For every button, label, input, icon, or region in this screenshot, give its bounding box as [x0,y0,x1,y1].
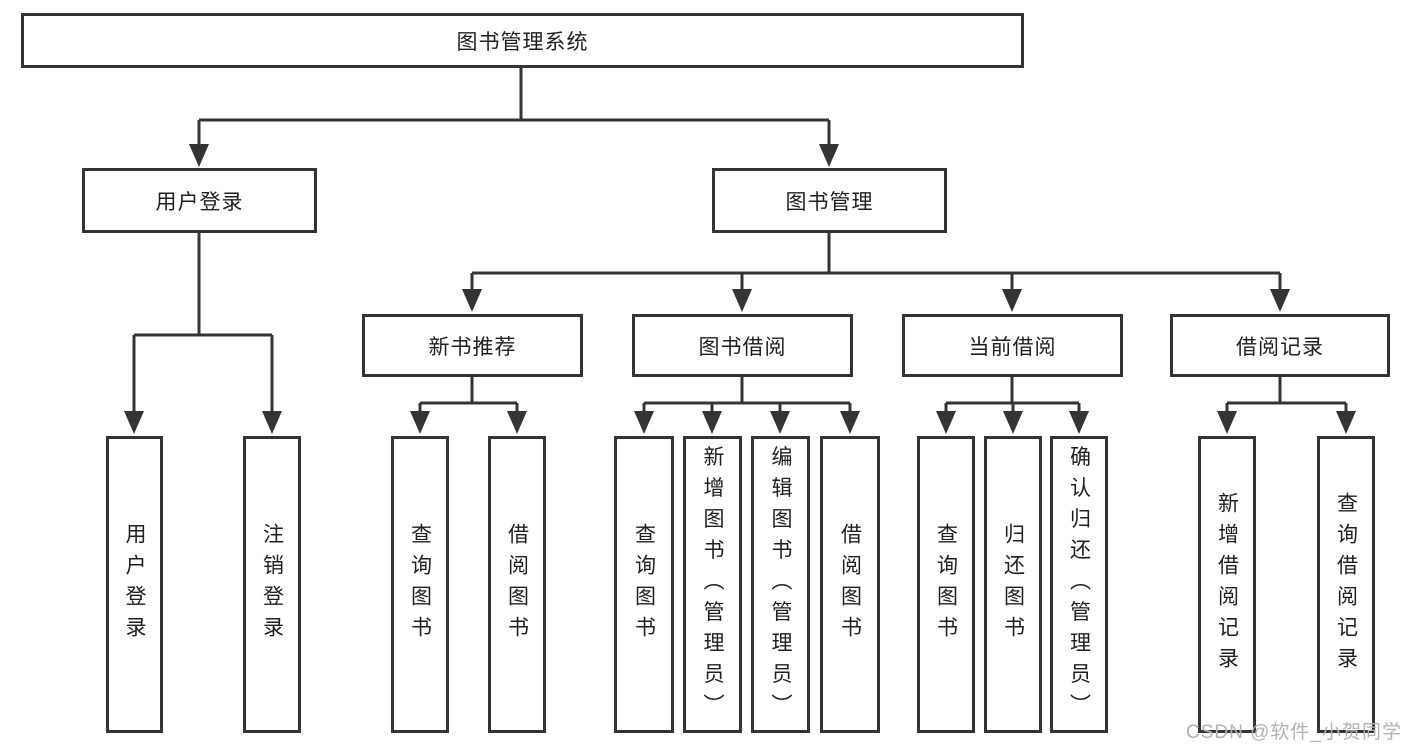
leaf-user-login: 用户登录 [106,436,163,733]
leaf-label: 新增借阅记录 [1215,491,1239,678]
leaf-return-books: 归还图书 [984,436,1042,733]
leaf-label: 查询图书 [934,522,958,647]
leaf-add-borrow-record: 新增借阅记录 [1198,436,1256,733]
node-book-borrowing: 图书借阅 [632,314,853,377]
leaf-logout: 注销登录 [243,436,301,733]
leaf-label: 注销登录 [260,522,284,647]
leaf-label: 查询图书 [632,522,656,647]
leaf-confirm-return-admin: 确认归还（管理员） [1050,436,1108,733]
leaf-add-books-admin: 新增图书（管理员） [683,436,742,733]
node-user-login: 用户登录 [82,168,317,233]
leaf-query-books-recommend: 查询图书 [391,436,449,733]
leaf-label: 确认归还（管理员） [1067,445,1091,724]
node-current-borrowing: 当前借阅 [902,314,1123,377]
node-new-book-recommend: 新书推荐 [362,314,583,377]
leaf-label: 归还图书 [1001,522,1025,647]
leaf-label: 新增图书（管理员） [701,445,724,724]
leaf-borrow-books-borrowing: 借阅图书 [820,436,880,733]
leaf-edit-books-admin: 编辑图书（管理员） [751,436,810,733]
leaf-borrow-books-recommend: 借阅图书 [488,436,546,733]
leaf-label: 借阅图书 [838,522,862,647]
leaf-label: 编辑图书（管理员） [769,445,792,724]
node-borrowing-records: 借阅记录 [1170,314,1390,377]
leaf-query-books-borrowing: 查询图书 [614,436,674,733]
arrowheads [124,144,1356,434]
csdn-watermark: CSDN @软件_小贺同学 [1186,722,1402,743]
leaf-label: 查询图书 [408,522,432,647]
leaf-label: 借阅图书 [505,522,529,647]
node-root-system: 图书管理系统 [21,13,1024,68]
leaf-label: 用户登录 [123,522,146,647]
leaf-label: 查询借阅记录 [1334,491,1358,678]
leaf-query-books-current: 查询图书 [917,436,975,733]
connector-lines [132,68,1348,413]
leaf-query-borrow-record: 查询借阅记录 [1317,436,1375,733]
node-book-management: 图书管理 [712,168,947,233]
